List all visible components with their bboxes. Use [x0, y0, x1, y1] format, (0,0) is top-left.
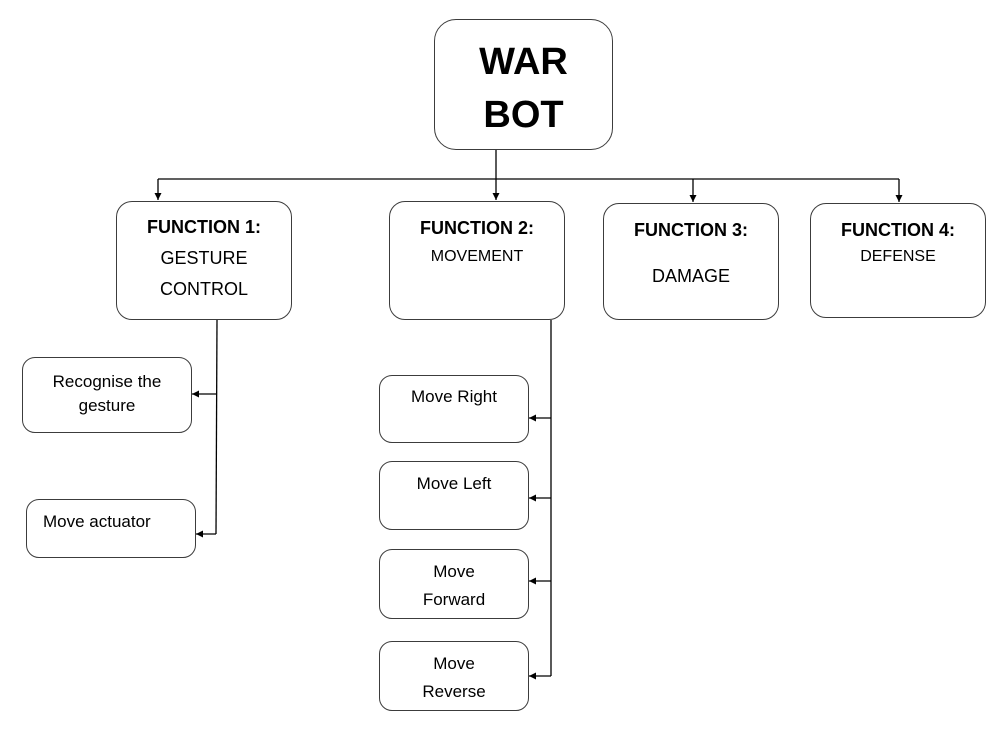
function-1-node: FUNCTION 1: GESTURE CONTROL	[116, 201, 292, 320]
move-reverse-label-line-2: Reverse	[422, 682, 486, 701]
function-2-label: MOVEMENT	[430, 248, 524, 265]
move-actuator-node: Move actuator	[26, 499, 196, 558]
move-forward-label-line-2: Forward	[422, 590, 486, 609]
move-forward-node: Move Forward	[379, 549, 529, 619]
function-3-label: DAMAGE	[651, 266, 730, 286]
move-forward-label-line-1: Move	[433, 562, 475, 581]
move-right-label: Move Right	[411, 387, 497, 406]
function-1-title: FUNCTION 1:	[147, 217, 261, 237]
root-label-line-1: WAR	[479, 41, 568, 83]
root-label-line-2: BOT	[483, 94, 564, 136]
function-4-label: DEFENSE	[860, 248, 936, 265]
gesture-branch-line	[215, 319, 218, 535]
function-4-node: FUNCTION 4: DEFENSE	[810, 203, 986, 318]
move-left-label: Move Left	[416, 474, 492, 493]
function-3-title: FUNCTION 3:	[634, 220, 748, 240]
function-3-node: FUNCTION 3: DAMAGE	[603, 203, 779, 320]
move-reverse-label-line-1: Move	[433, 654, 475, 673]
function-1-label-line-2: CONTROL	[159, 279, 248, 299]
root-node: WAR BOT	[434, 19, 613, 150]
recognise-gesture-label-line-2: gesture	[78, 396, 136, 415]
function-1-label-line-1: GESTURE	[160, 248, 248, 268]
function-2-title: FUNCTION 2:	[420, 218, 534, 238]
move-right-node: Move Right	[379, 375, 529, 443]
move-reverse-node: Move Reverse	[379, 641, 529, 711]
move-actuator-label: Move actuator	[43, 512, 151, 531]
recognise-gesture-label-line-1: Recognise the	[52, 372, 162, 391]
move-left-node: Move Left	[379, 461, 529, 530]
recognise-gesture-node: Recognise the gesture	[22, 357, 192, 433]
function-4-title: FUNCTION 4:	[841, 220, 955, 240]
function-2-node: FUNCTION 2: MOVEMENT	[389, 201, 565, 320]
